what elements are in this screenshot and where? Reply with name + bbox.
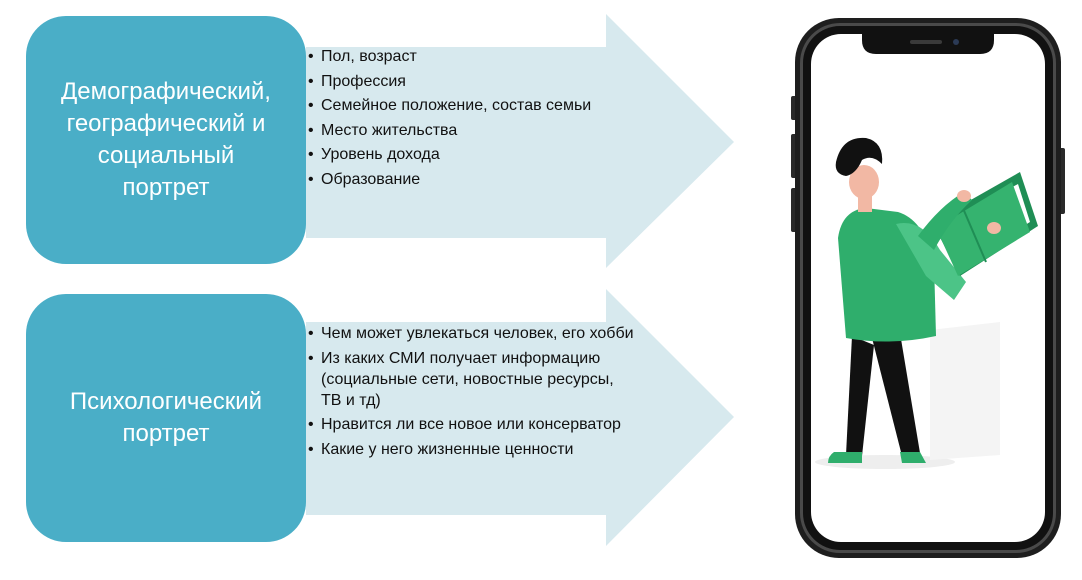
list-item: Уровень дохода — [306, 144, 636, 165]
list-item: Нравится ли все новое или консерватор — [306, 414, 634, 435]
list-item: Семейное положение, состав семьи — [306, 95, 636, 116]
title-line: Психологический — [69, 388, 263, 415]
psychological-portrait-title: Психологический портрет — [70, 386, 262, 450]
title-line: портрет — [122, 174, 210, 201]
title-line: географический и — [66, 110, 266, 137]
list-item: Пол, возраст — [306, 46, 636, 67]
demographic-portrait-title: Демографический, географический и социал… — [61, 76, 271, 204]
title-line: портрет — [122, 420, 210, 447]
list-item: Образование — [306, 169, 636, 190]
demographic-traits-list: Пол, возраст Профессия Семейное положени… — [306, 46, 636, 193]
person-reading-illustration — [815, 137, 1038, 469]
list-item: Из каких СМИ получает информацию (социал… — [306, 348, 634, 411]
title-line: социальный — [97, 142, 235, 169]
list-item: Какие у него жизненные ценности — [306, 439, 634, 460]
list-item: Чем может увлекаться человек, его хобби — [306, 323, 634, 344]
list-item: Место жительства — [306, 120, 636, 141]
psychological-portrait-box: Психологический портрет — [26, 294, 306, 542]
psychological-traits-list: Чем может увлекаться человек, его хобби … — [306, 323, 634, 463]
demographic-portrait-box: Демографический, географический и социал… — [26, 16, 306, 264]
list-item: Профессия — [306, 71, 636, 92]
title-line: Демографический, — [61, 78, 271, 105]
